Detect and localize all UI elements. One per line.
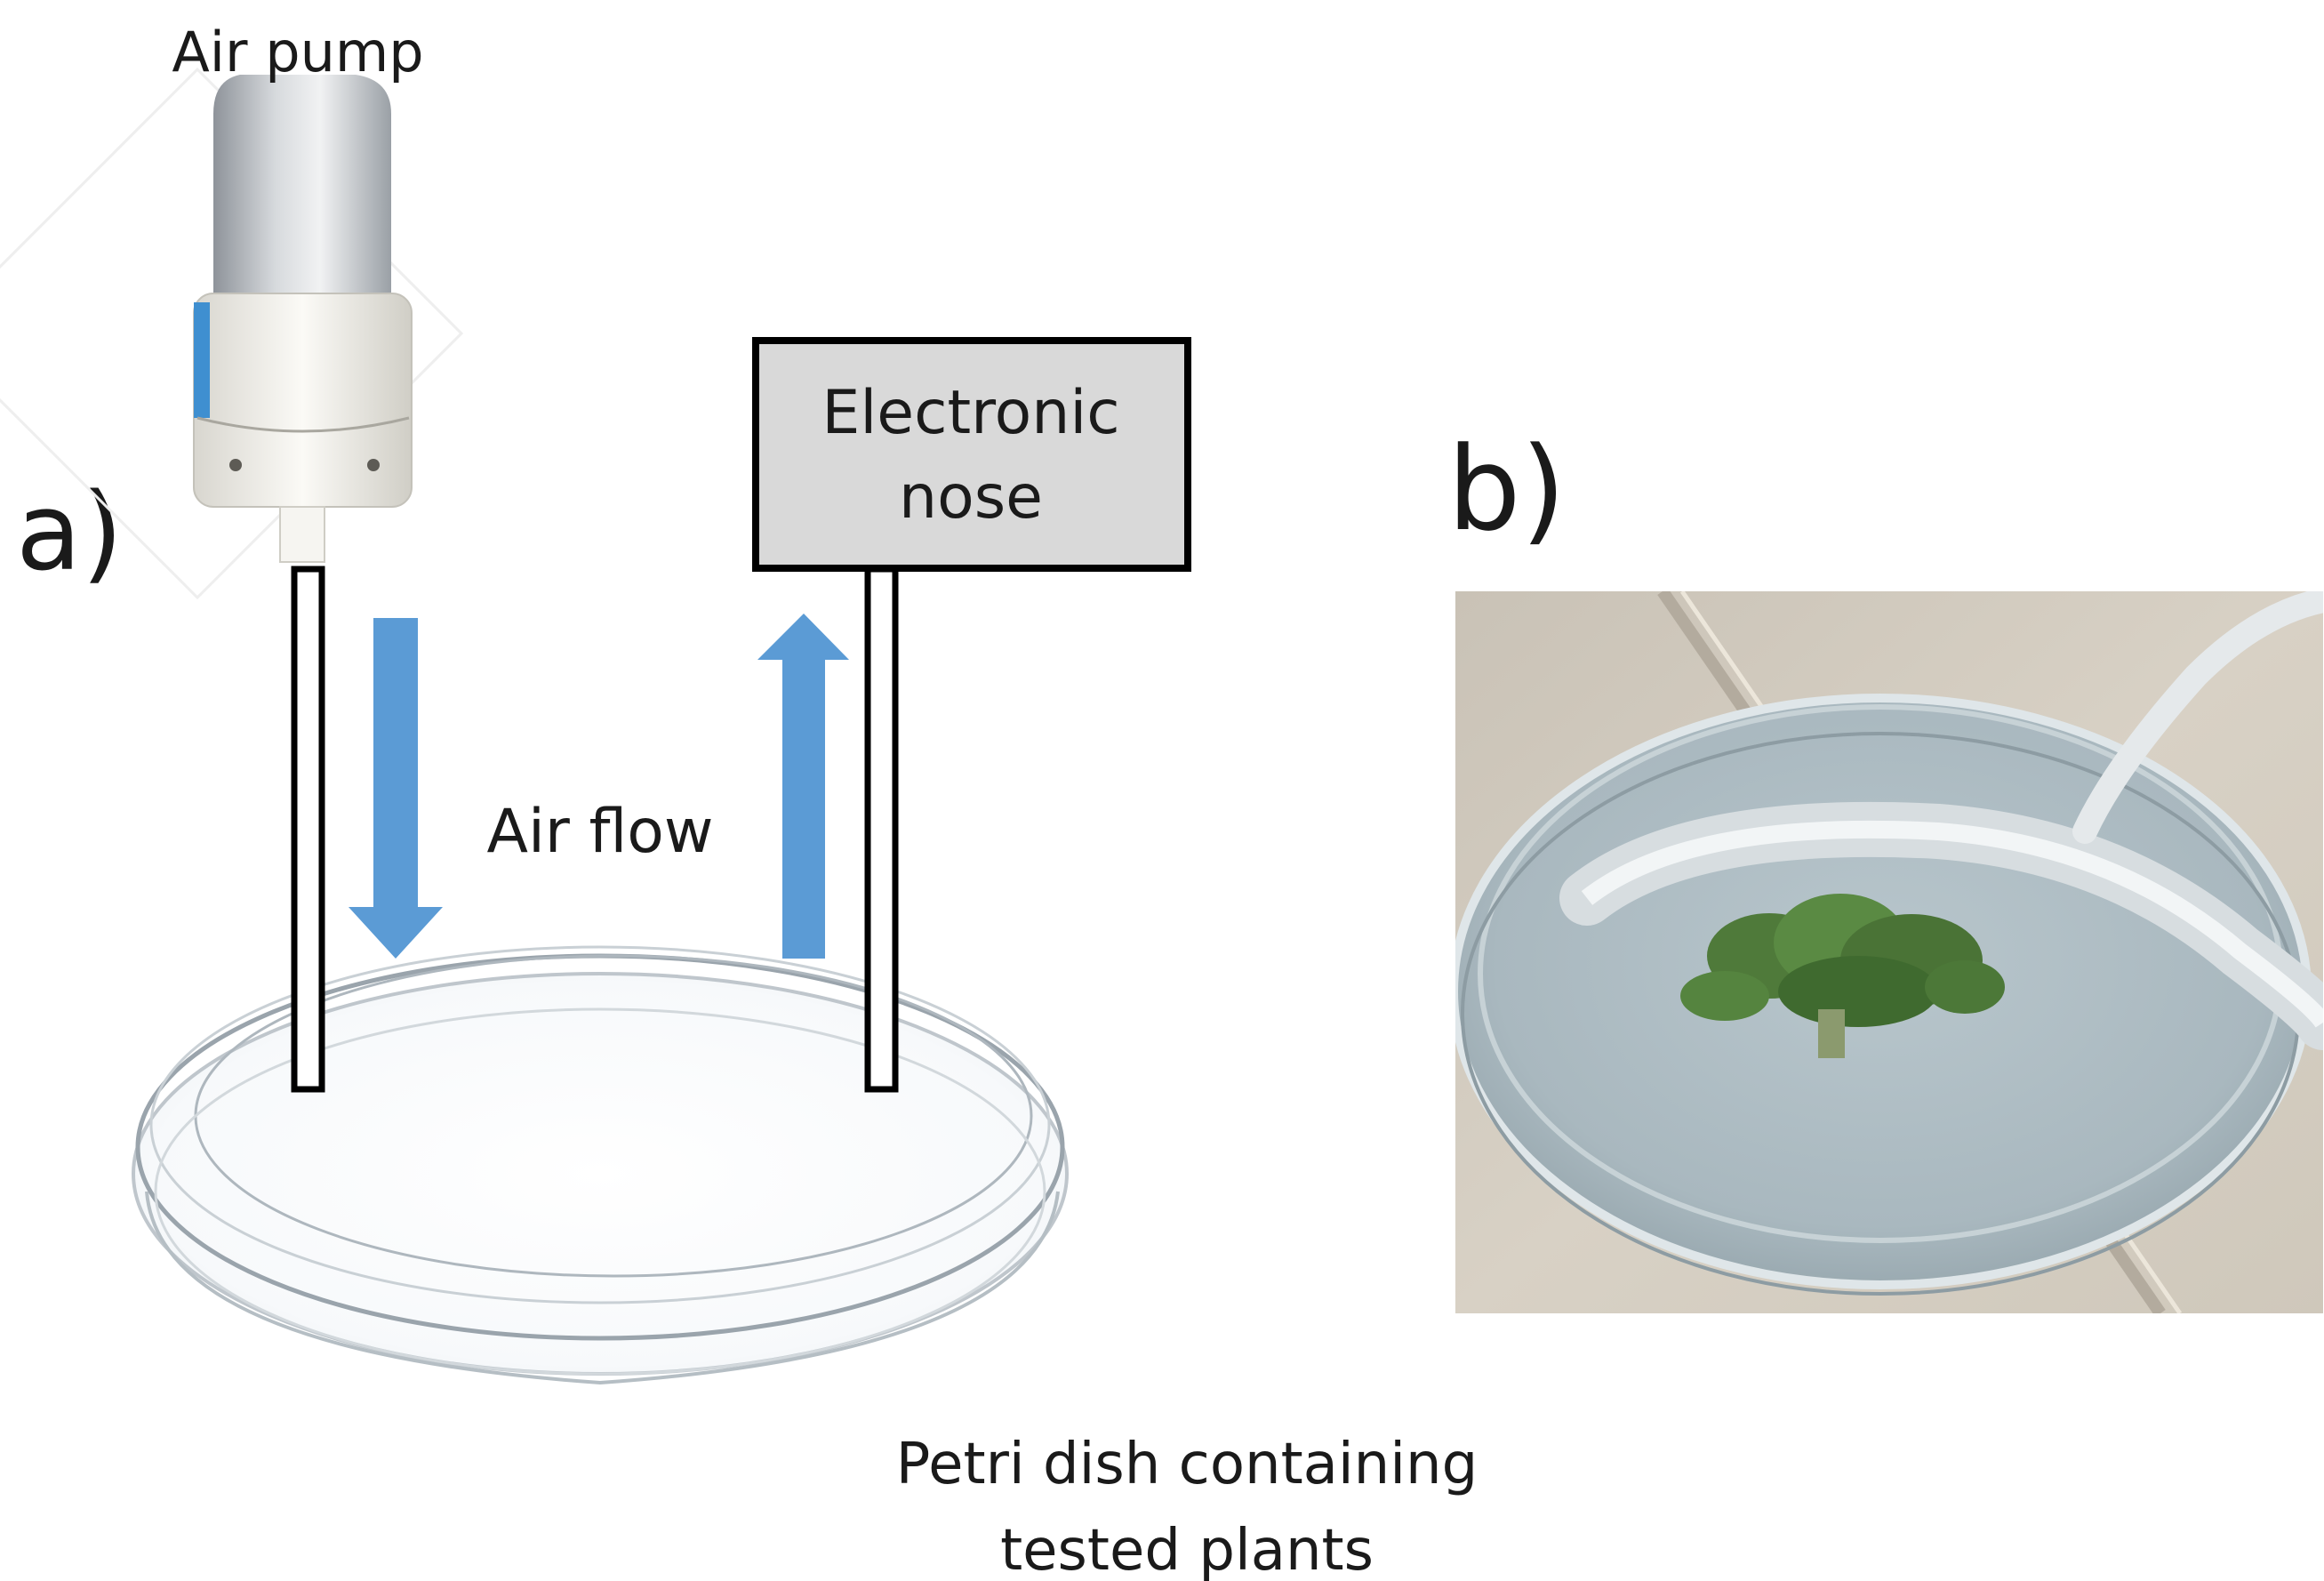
- photo-outlet-tube: [2072, 591, 2323, 844]
- experiment-photo: [1455, 591, 2323, 1313]
- electronic-nose-box: [752, 337, 1191, 572]
- outlet-tube: [864, 566, 899, 1093]
- plant-sample: [1680, 894, 2005, 1058]
- electronic-nose-label-line2: nose: [899, 462, 1043, 533]
- air-pump-label: Air pump: [172, 20, 423, 84]
- panel-a: a) Air pump Electronic nose: [0, 20, 1478, 1581]
- air-pump-icon: [0, 67, 464, 600]
- panel-b: b): [1447, 421, 2323, 1313]
- air-flow-label: Air flow: [486, 797, 713, 867]
- electronic-nose-label-line1: Electronic: [821, 378, 1119, 448]
- down-arrow-icon: [349, 618, 443, 959]
- petri-dish-label-line2: tested plants: [1000, 1518, 1374, 1581]
- petri-dish-icon: [132, 945, 1069, 1385]
- panel-b-label: b): [1447, 421, 1566, 557]
- panel-a-label: a): [16, 471, 123, 595]
- inlet-tube: [291, 566, 325, 1093]
- petri-dish-label-line1: Petri dish containing: [896, 1432, 1478, 1497]
- up-arrow-icon: [757, 614, 849, 959]
